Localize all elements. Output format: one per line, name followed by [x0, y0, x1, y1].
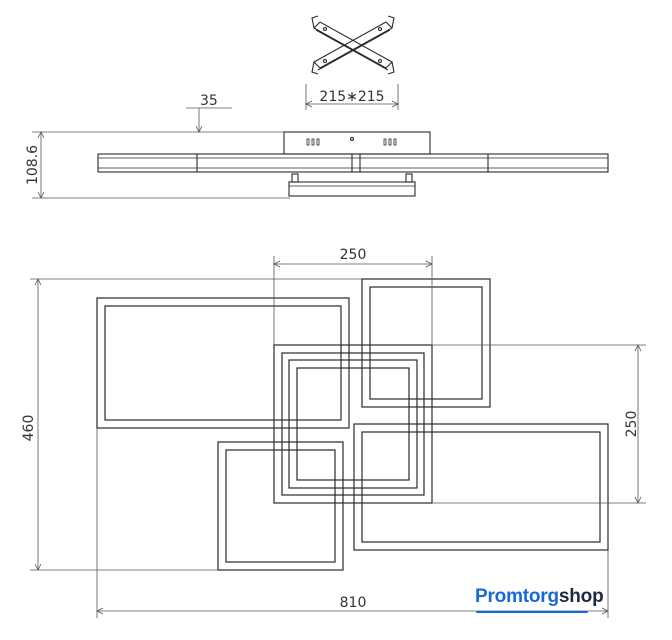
right-height-label: 250	[624, 411, 640, 438]
top-width-dimension	[273, 256, 433, 345]
watermark-logo: Promtorgshop	[475, 586, 604, 608]
height-label: 108.6	[25, 145, 41, 185]
total-width-label: 810	[340, 595, 367, 611]
height-dimension	[32, 131, 290, 199]
mounting-bracket	[311, 15, 395, 75]
offset-label: 35	[200, 93, 218, 109]
offset-dimension	[186, 107, 232, 133]
watermark-underline	[476, 611, 588, 613]
total-height-dimension	[30, 278, 362, 571]
total-height-label: 460	[21, 415, 37, 442]
bracket-size-label: 215∗215	[319, 89, 384, 105]
top-width-label: 250	[340, 247, 367, 263]
bracket-dimension	[305, 84, 399, 110]
right-height-dimension	[432, 344, 646, 504]
top-view	[96, 278, 609, 571]
side-view	[97, 131, 609, 197]
watermark-part1: Promtorg	[475, 586, 559, 607]
watermark-part2: shop	[558, 586, 604, 607]
